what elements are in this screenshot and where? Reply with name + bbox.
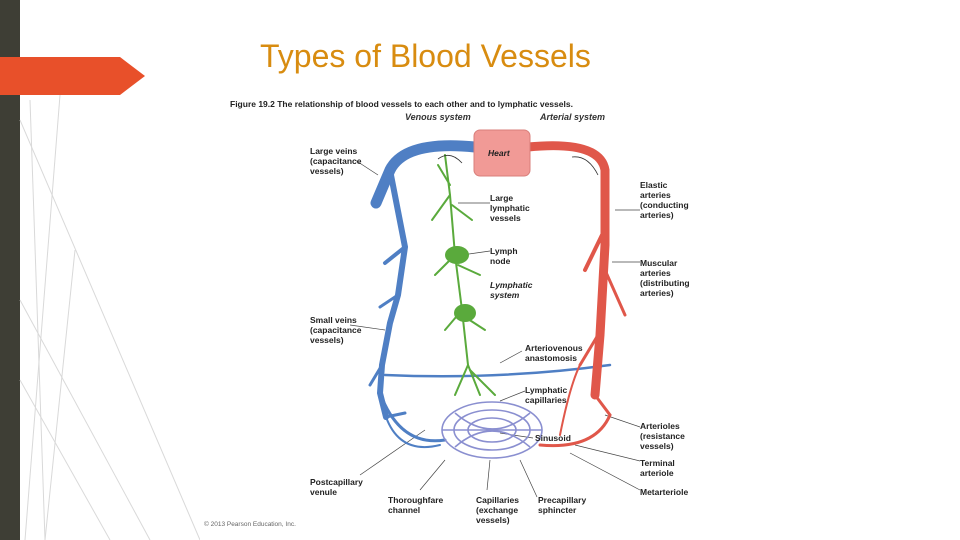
arterial-vessels [523,141,627,448]
copyright-notice: © 2013 Pearson Education, Inc. [204,521,296,528]
lymph-nodes [445,246,476,322]
capillary-bed [441,401,543,459]
decorative-lines [0,57,201,540]
venous-vessels [368,140,612,449]
arrow-accent-shape [0,57,145,95]
figure-caption: Figure 19.2 The relationship of blood ve… [230,99,573,109]
left-sidebar-bar [0,0,20,540]
arterial-system-label: Arterial system [540,112,606,122]
heart-shape [473,129,531,177]
lymphatic-vessels [431,154,496,396]
heart-label: Heart [488,148,510,158]
slide-title: Types of Blood Vessels [260,38,591,74]
label-metarteriole: Metarteriole [640,487,689,497]
figure-panel: Figure 19.2 The relationship of blood ve… [200,95,792,540]
venous-system-label: Venous system [405,112,471,122]
label-sinusoid: Sinusoid [535,433,571,443]
blood-vessel-diagram [349,129,641,498]
